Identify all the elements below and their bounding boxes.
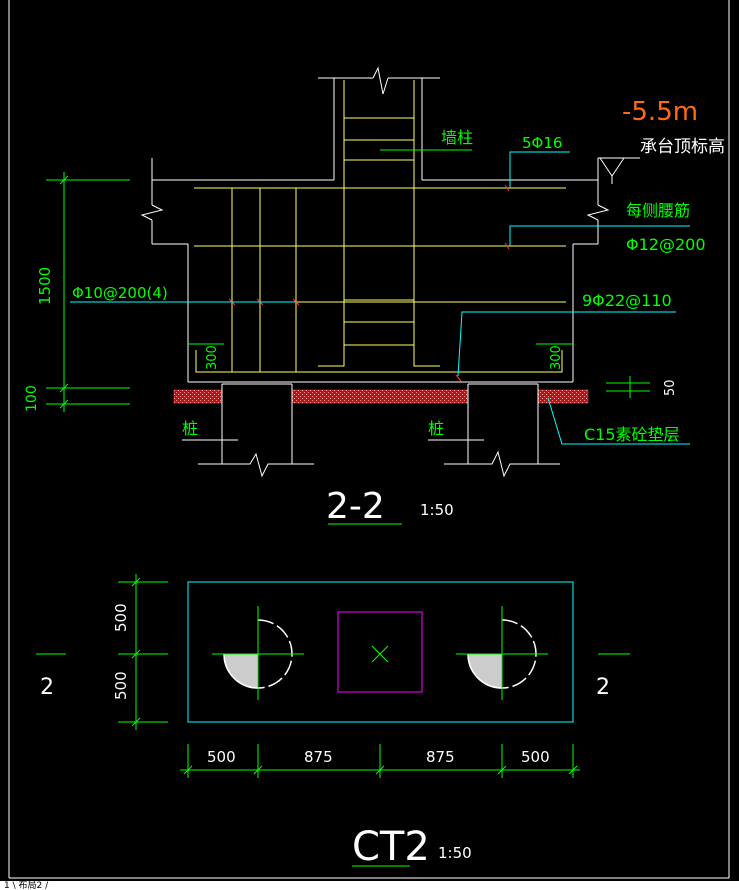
stirrup-label: Φ10@200(4) [72,284,168,302]
rebar-lines [194,80,566,373]
layout-tab-bar[interactable]: 1 \ 布局2 / [0,881,739,890]
dim-1500: 1500 [36,267,54,305]
drawing-frame [8,0,730,879]
section-2-2: 墙柱 5Φ16 -5.5m 承台顶标高 每侧腰筋 Φ12@200 Φ10@200… [24,66,725,527]
pile-plan-right [456,606,548,700]
plan-dim-vertical [118,574,168,730]
plan-dim-h-1: 500 [207,748,236,766]
plan-dim-h-2: 875 [304,748,333,766]
plan-dim-v-bottom: 500 [112,671,130,700]
pile-plan-left [212,606,304,700]
elevation-value: -5.5m [622,97,698,127]
side-bar-label: Φ12@200 [626,235,706,254]
cut-marker-right: 2 [596,675,610,700]
pile-right-label: 桩 [428,419,444,438]
piles [198,383,560,478]
plan-dim-horizontal [180,744,580,778]
leader-lines [70,149,690,445]
plan-dim-h-4: 500 [521,748,550,766]
dim-300-right: 300 [549,345,564,370]
dim-300-left: 300 [205,345,220,370]
pile-left-label: 桩 [182,419,198,438]
plan-scale: 1:50 [438,844,472,862]
rebar-ticks [228,184,510,382]
elevation-marker [598,157,640,184]
dim-100: 100 [24,385,40,412]
wall-column-label: 墙柱 [441,128,473,147]
bottom-bar-label: 9Φ22@110 [582,291,672,310]
side-bar-title: 每侧腰筋 [626,201,690,220]
cushion-layer-left [173,389,223,404]
plan-dim-v-top: 500 [112,603,130,632]
pile-cap-plan-outline [187,581,574,723]
cushion-layer-middle [291,389,469,404]
layout-tab-label[interactable]: 1 \ 布局2 / [4,881,49,890]
cut-marker-left: 2 [40,675,54,700]
dim-50: 50 [663,379,678,396]
section-title: 2-2 [326,486,385,527]
plan-dim-h-3: 875 [426,748,455,766]
section-scale: 1:50 [420,501,454,519]
top-bar-label: 5Φ16 [522,134,562,152]
column-plan-outline [337,611,423,693]
plan-ct2: 2 2 500 500 500 875 [36,574,630,870]
elevation-note: 承台顶标高 [640,137,725,157]
cushion-layer-right [537,389,589,404]
plan-title: CT2 [352,824,430,870]
wall-column-outline [318,66,440,180]
column-cross [371,645,389,663]
cushion-label: C15素砼垫层 [584,425,680,444]
dimension-lines [46,172,650,412]
